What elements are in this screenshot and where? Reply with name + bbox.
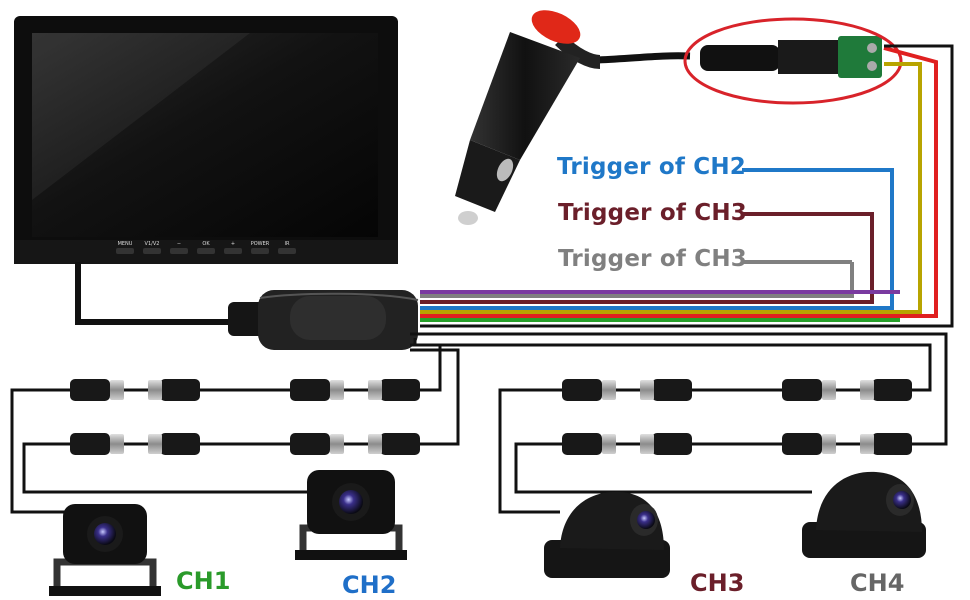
aviation-connector-icon [368, 379, 420, 401]
aviation-connector-icon [640, 433, 692, 455]
camera-cables [10, 388, 812, 514]
backup-camera-icon [49, 504, 161, 596]
aviation-connector-icon [148, 379, 200, 401]
ch2-label: CH2 [342, 571, 397, 599]
aviation-connector-icon [860, 379, 912, 401]
aviation-connector-icon [290, 379, 344, 401]
ch1-label: CH1 [176, 567, 231, 595]
monitor-button-label: IR [284, 241, 290, 247]
ch4-label: CH4 [850, 569, 905, 597]
monitor-button-label: MENU [117, 241, 133, 247]
monitor-buttons [116, 248, 296, 254]
trigger-ch3-label-secondary: Trigger of CH3 [558, 246, 748, 272]
monitor-button [143, 248, 161, 254]
left-extension-cables [40, 379, 420, 455]
aviation-connector-icon [562, 379, 616, 401]
harness-output-cables [410, 332, 948, 446]
side-camera-icon [802, 471, 926, 558]
dc-power-connector-icon [700, 36, 882, 78]
cigarette-lighter-plug-icon [455, 10, 691, 225]
monitor-button [278, 248, 296, 254]
monitor-cable [75, 262, 235, 325]
aviation-connector-icon [148, 433, 200, 455]
monitor-button [251, 248, 269, 254]
ch3-label: CH3 [690, 569, 745, 597]
aviation-connector-icon [368, 433, 420, 455]
highlight-ellipse [683, 17, 903, 105]
monitor-button-label: OK [202, 241, 210, 247]
right-extension-cables [532, 379, 912, 455]
monitor-button [197, 248, 215, 254]
monitor-button [116, 248, 134, 254]
monitor-button-label: V1/V2 [144, 241, 160, 247]
monitor-button [224, 248, 242, 254]
harness-wires [420, 44, 954, 328]
aviation-connector-icon [860, 433, 912, 455]
aviation-connector-icon [782, 379, 836, 401]
aviation-connector-icon [70, 379, 124, 401]
monitor-button-label: + [230, 241, 236, 247]
aviation-connector-icon [640, 379, 692, 401]
monitor-button [170, 248, 188, 254]
aviation-connector-icon [562, 433, 616, 455]
monitor-button-label: − [176, 241, 182, 247]
aviation-connector-icon [70, 433, 124, 455]
car-monitor-icon [14, 16, 398, 264]
side-camera-icon [544, 491, 670, 578]
backup-camera-icon [295, 470, 407, 560]
aviation-connector-icon [290, 433, 344, 455]
harness-connector-icon [228, 290, 419, 350]
trigger-ch2-label: Trigger of CH2 [557, 154, 747, 180]
trigger-ch3-label: Trigger of CH3 [558, 200, 748, 226]
aviation-connector-icon [782, 433, 836, 455]
monitor-button-label: POWER [250, 241, 270, 247]
